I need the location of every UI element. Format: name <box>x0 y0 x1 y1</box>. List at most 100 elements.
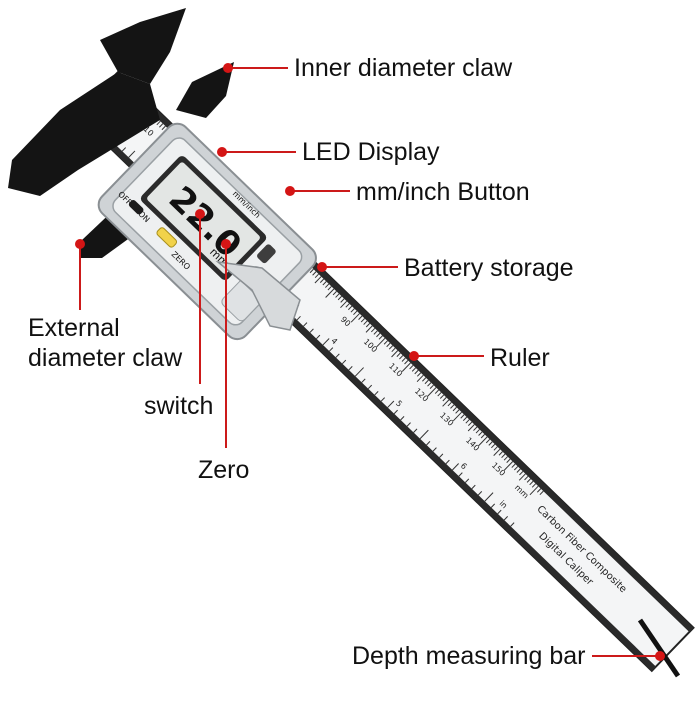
inch-tick <box>445 459 450 465</box>
mm-tick <box>391 347 396 353</box>
mm-tick <box>529 485 539 496</box>
mm-tick <box>396 352 401 357</box>
mm-tick <box>337 295 342 301</box>
mm-tick <box>365 325 373 333</box>
mm-tick <box>314 276 322 284</box>
label-depth-bar: Depth measuring bar <box>352 642 585 670</box>
label-ruler: Ruler <box>490 344 550 372</box>
mm-tick <box>312 271 317 276</box>
inch-label-6: 6 <box>459 461 469 471</box>
mm-tick <box>404 360 409 365</box>
mm-tick <box>480 434 485 439</box>
mm-tick <box>504 461 514 471</box>
mm-tick <box>478 431 483 436</box>
inch-tick <box>322 338 330 346</box>
inch-tick <box>477 491 483 496</box>
inch-tick <box>419 429 429 440</box>
external-fixed-claw <box>8 72 160 196</box>
mm-tick <box>386 342 391 348</box>
mm-inch-button[interactable] <box>256 243 277 264</box>
mm-tick <box>429 384 434 390</box>
inch-tick <box>296 315 301 321</box>
mm-tick <box>156 120 161 126</box>
mm-tick <box>490 443 496 449</box>
on-off-switch[interactable] <box>128 199 145 216</box>
inner-fixed-claw <box>100 8 186 84</box>
mm-tick <box>465 419 470 424</box>
mm-tick <box>378 335 383 340</box>
inch-tick <box>387 400 395 408</box>
mm-tick <box>452 406 457 412</box>
mm-tick <box>411 367 417 372</box>
mm-tick <box>325 288 335 298</box>
depth-rod <box>637 618 681 678</box>
inch-tick <box>303 322 308 327</box>
mm-tick <box>434 389 440 394</box>
inch-tick <box>121 147 127 152</box>
mm-tick <box>161 125 166 131</box>
inch-tick <box>458 472 463 477</box>
dot-mm-inch <box>285 186 295 196</box>
mm-tick <box>340 298 345 303</box>
mm-tick <box>350 308 355 313</box>
mm-tick <box>506 458 511 463</box>
inch-tick <box>510 522 515 527</box>
mm-tick <box>363 320 368 325</box>
inch-tick <box>484 492 494 502</box>
mm-tick <box>345 303 350 308</box>
inch-tick <box>128 150 136 158</box>
inch-tick <box>471 484 476 490</box>
label-external-line1: External <box>28 314 120 342</box>
label-mm-inch-button: mm/inch Button <box>356 178 530 206</box>
mm-tick <box>524 475 529 481</box>
mm-tick <box>399 355 404 360</box>
label-zero: Zero <box>198 456 249 484</box>
mm-tick <box>353 310 358 316</box>
mm-tick <box>322 281 327 286</box>
mm-tick <box>360 318 365 323</box>
mm-tick <box>319 278 325 283</box>
mm-tick <box>416 374 424 383</box>
mm-tick <box>529 480 534 486</box>
mm-tick <box>468 421 473 426</box>
dot-inner-claw <box>223 63 233 73</box>
inch-label-4: 4 <box>329 336 339 346</box>
lcd-screen <box>147 162 260 274</box>
mm-tick <box>383 340 388 345</box>
label-external-line2: diameter claw <box>28 344 183 372</box>
mm-tick <box>159 123 164 128</box>
inch-tick <box>335 353 340 358</box>
mm-tick <box>427 382 432 387</box>
dot-switch <box>195 209 205 219</box>
mm-tick <box>376 332 381 338</box>
fixed-jaw <box>8 8 186 196</box>
mm-tick <box>519 471 524 476</box>
mm-tick <box>478 436 488 446</box>
mm-tick <box>455 409 460 414</box>
mm-tick <box>493 446 498 451</box>
inch-tick <box>490 503 496 508</box>
mm-tick <box>391 350 399 358</box>
label-switch: switch <box>144 392 213 420</box>
mm-tick <box>493 448 501 456</box>
mm-tick <box>488 441 493 446</box>
mm-tick <box>422 377 427 382</box>
mm-tick <box>370 327 376 333</box>
mm-tick <box>450 404 455 409</box>
dot-external-claw <box>75 239 85 249</box>
zero-button[interactable] <box>156 227 178 249</box>
mm-tick <box>409 364 414 370</box>
mm-tick <box>498 451 503 456</box>
inch-tick <box>380 397 386 402</box>
dot-ruler <box>409 351 419 361</box>
mm-tick <box>452 411 462 422</box>
inch-tick <box>329 347 334 352</box>
dot-led-display <box>217 147 227 157</box>
inch-tick <box>316 334 321 340</box>
unit-in: in <box>498 499 510 511</box>
inch-tick <box>503 516 509 521</box>
label-led-display: LED Display <box>302 138 440 166</box>
mm-tick <box>401 362 411 372</box>
dot-zero <box>221 239 231 249</box>
